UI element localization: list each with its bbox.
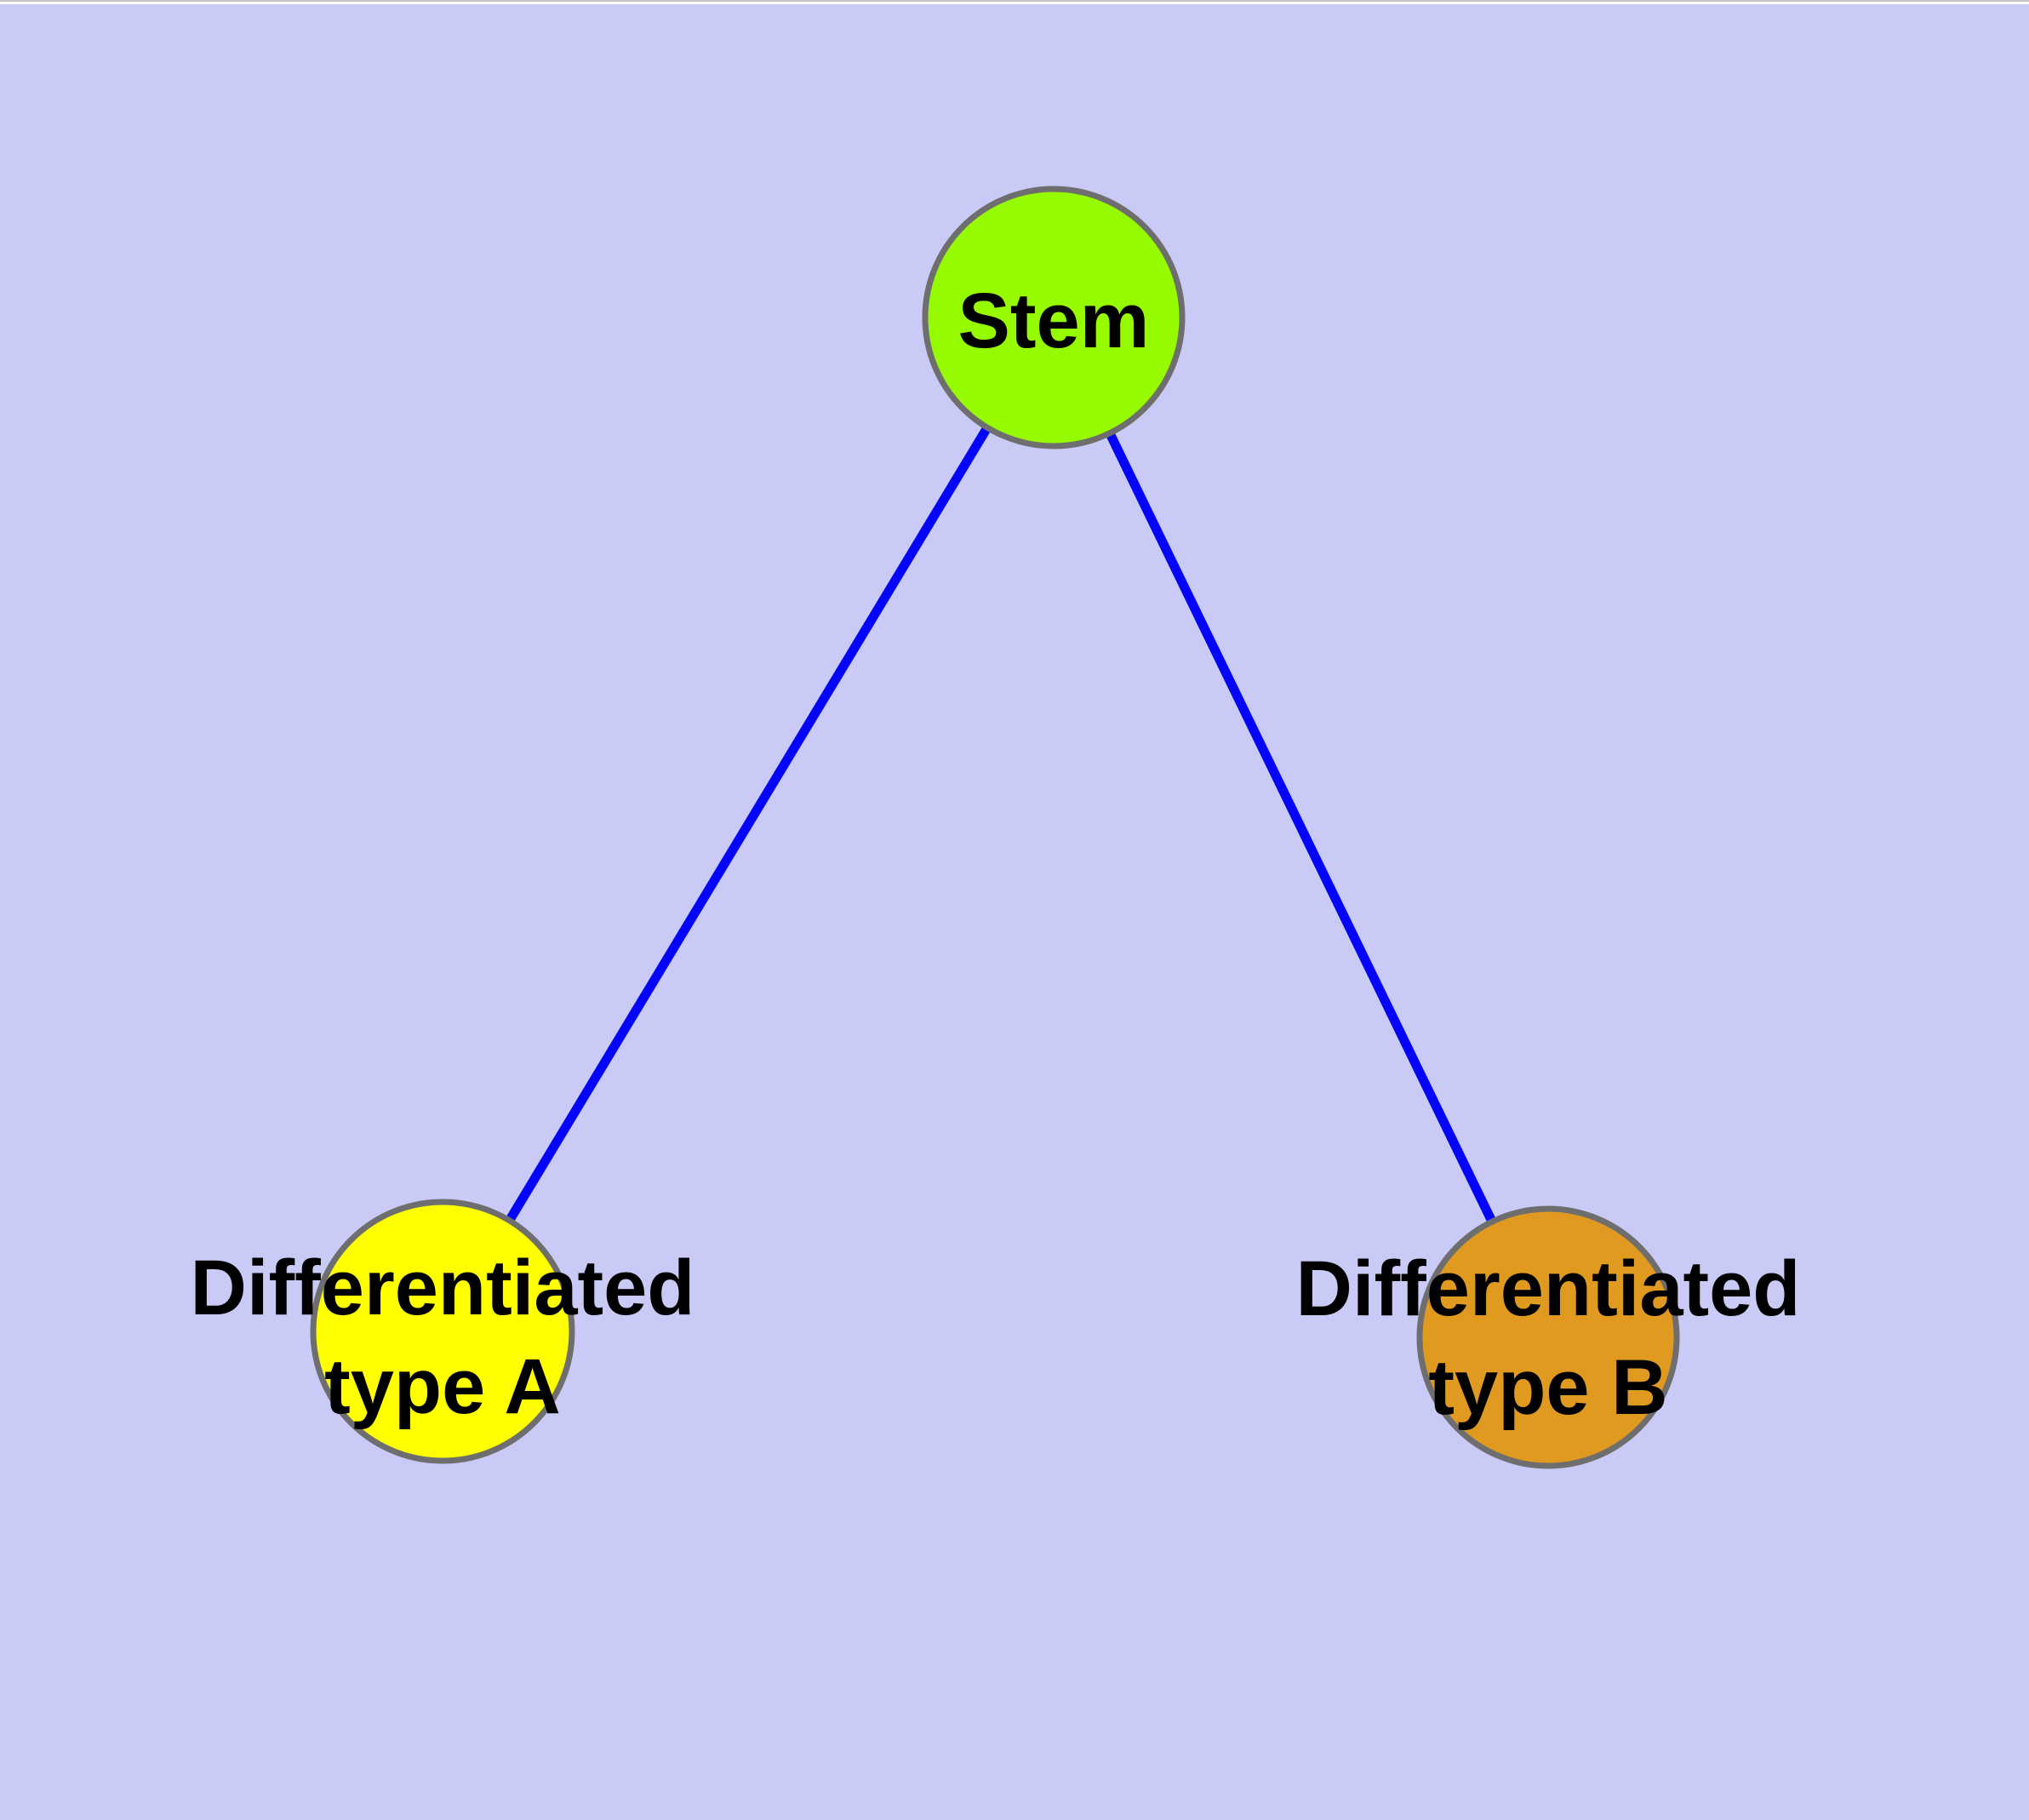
node-differentiated-type-b xyxy=(1416,1205,1680,1469)
node-differentiated-type-a xyxy=(310,1199,575,1464)
node-stem-label: Stem xyxy=(958,272,1150,370)
label-line-1: Differentiated xyxy=(190,1245,695,1331)
label-line-1: Stem xyxy=(957,278,1150,364)
node-type-b-label: Differentiated type B xyxy=(1296,1239,1801,1437)
edge-stem-to-type-b xyxy=(1049,315,1552,1340)
label-line-2: type B xyxy=(1428,1344,1668,1431)
label-line-1: Differentiated xyxy=(1295,1245,1801,1332)
top-window-hairline xyxy=(0,0,2029,2)
label-line-2: type A xyxy=(324,1343,561,1430)
node-type-a-label: Differentiated type A xyxy=(191,1239,695,1436)
node-stem xyxy=(922,186,1186,449)
edge-stem-to-type-a xyxy=(438,315,1058,1334)
